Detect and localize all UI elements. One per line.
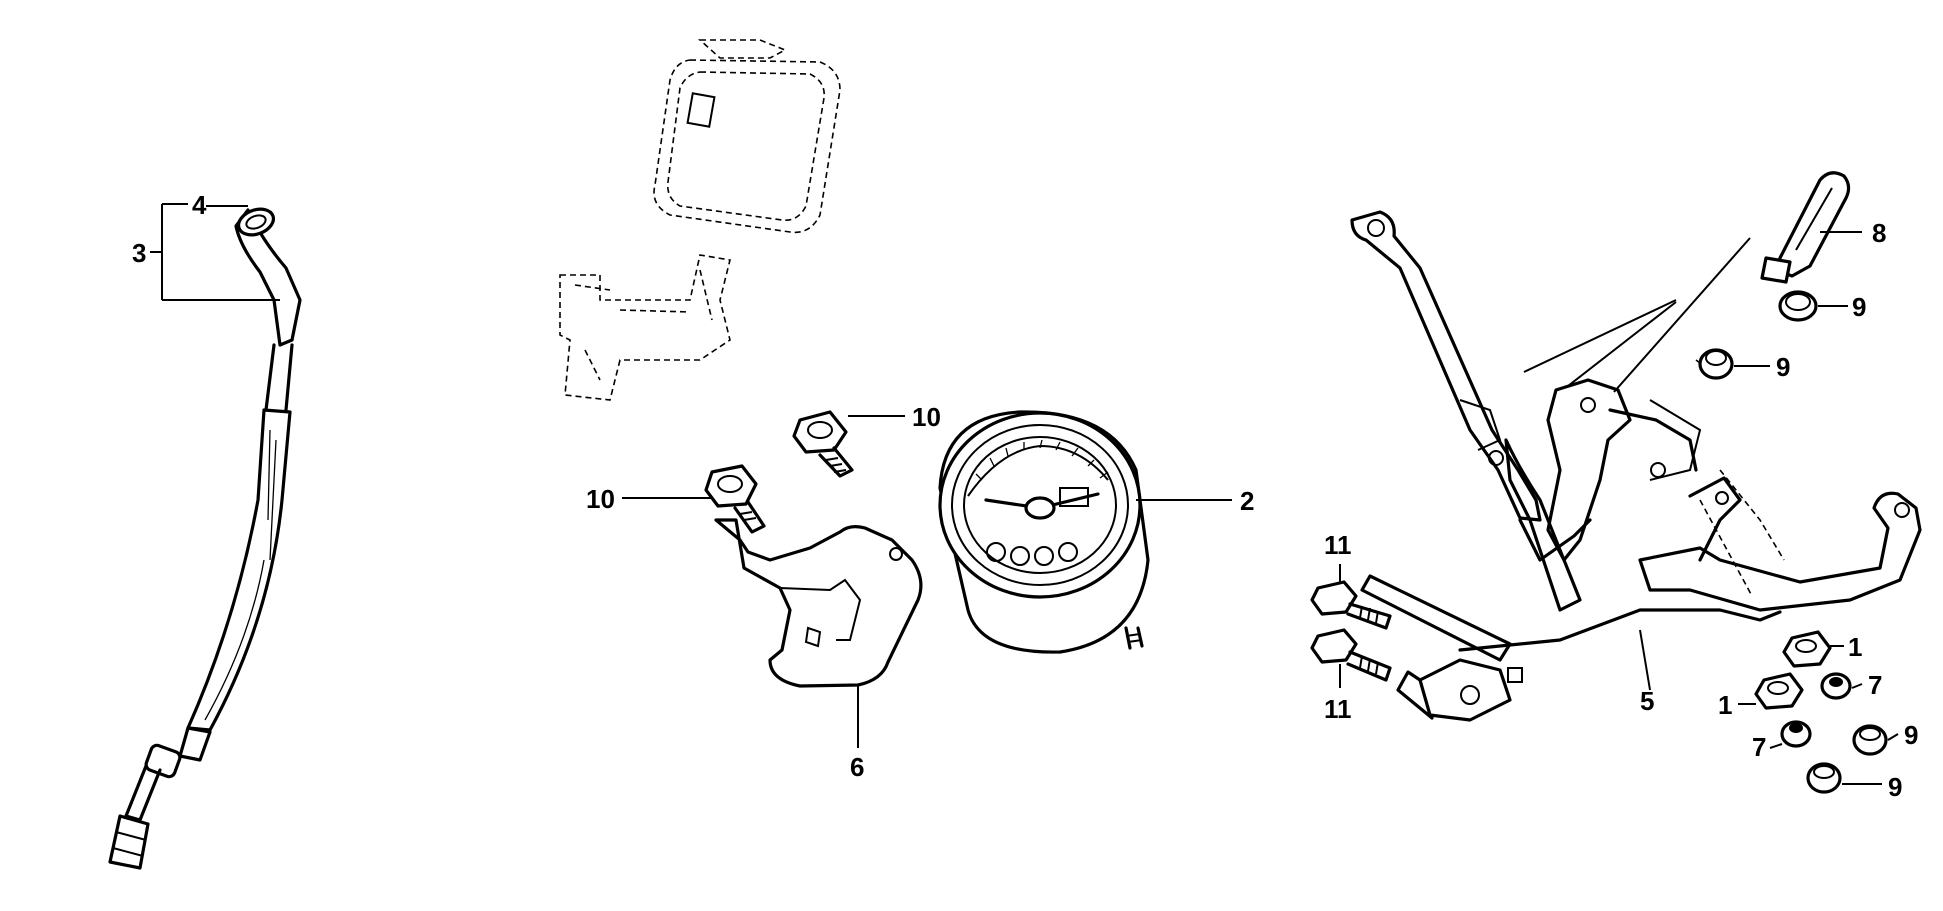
leader-7-a xyxy=(1851,683,1863,689)
callout-8: 8 xyxy=(1872,218,1886,248)
callout-9-b: 9 xyxy=(1776,352,1790,382)
callout-1-b: 1 xyxy=(1718,690,1732,720)
callout-group-3-4: 3 4 xyxy=(132,190,280,301)
leader-7-b xyxy=(1769,743,1783,749)
callout-9-c: 9 xyxy=(1904,720,1918,750)
headlight-bracket xyxy=(1350,210,1922,722)
callout-1-a: 1 xyxy=(1848,632,1862,662)
grommet-9-a xyxy=(1778,290,1818,322)
callout-7-b: 7 xyxy=(1752,732,1766,762)
meter-stay xyxy=(714,518,923,688)
bolt-11-lower xyxy=(1310,628,1392,682)
callout-11-lower: 11 xyxy=(1324,694,1352,724)
bracket-strap xyxy=(1360,574,1512,662)
grommet-9-b xyxy=(1698,348,1734,380)
callout-9-d: 9 xyxy=(1888,772,1902,802)
leader-9-c xyxy=(1887,733,1899,741)
bolt-10-upper xyxy=(792,410,854,478)
guide-line xyxy=(1613,237,1751,393)
callout-6: 6 xyxy=(850,752,864,782)
callout-10-upper: 10 xyxy=(912,402,941,432)
callout-11-upper: 11 xyxy=(1324,530,1352,560)
grommet-9-c xyxy=(1852,724,1888,756)
bolt-11-upper xyxy=(1310,580,1392,630)
callout-7-a: 7 xyxy=(1868,670,1882,700)
nut-1-b xyxy=(1754,672,1804,710)
callout-3: 3 xyxy=(132,238,146,268)
callout-9-a: 9 xyxy=(1852,292,1866,322)
callout-2: 2 xyxy=(1240,486,1254,516)
washer-7-b xyxy=(1780,720,1812,748)
grommet-9-d xyxy=(1806,762,1842,794)
bolt-10-lower xyxy=(704,464,766,534)
tensioner-strap xyxy=(1760,171,1851,284)
callout-10-lower: 10 xyxy=(586,484,615,514)
leader-5 xyxy=(1639,629,1651,691)
speedometer xyxy=(938,410,1150,654)
ghost-meter-housing xyxy=(559,39,841,401)
callout-4: 4 xyxy=(192,190,207,220)
guide-line xyxy=(1523,299,1677,387)
speedometer-cable xyxy=(108,207,302,870)
nut-1-a xyxy=(1782,630,1832,668)
callout-5: 5 xyxy=(1640,686,1654,716)
washer-7-a xyxy=(1820,672,1852,700)
